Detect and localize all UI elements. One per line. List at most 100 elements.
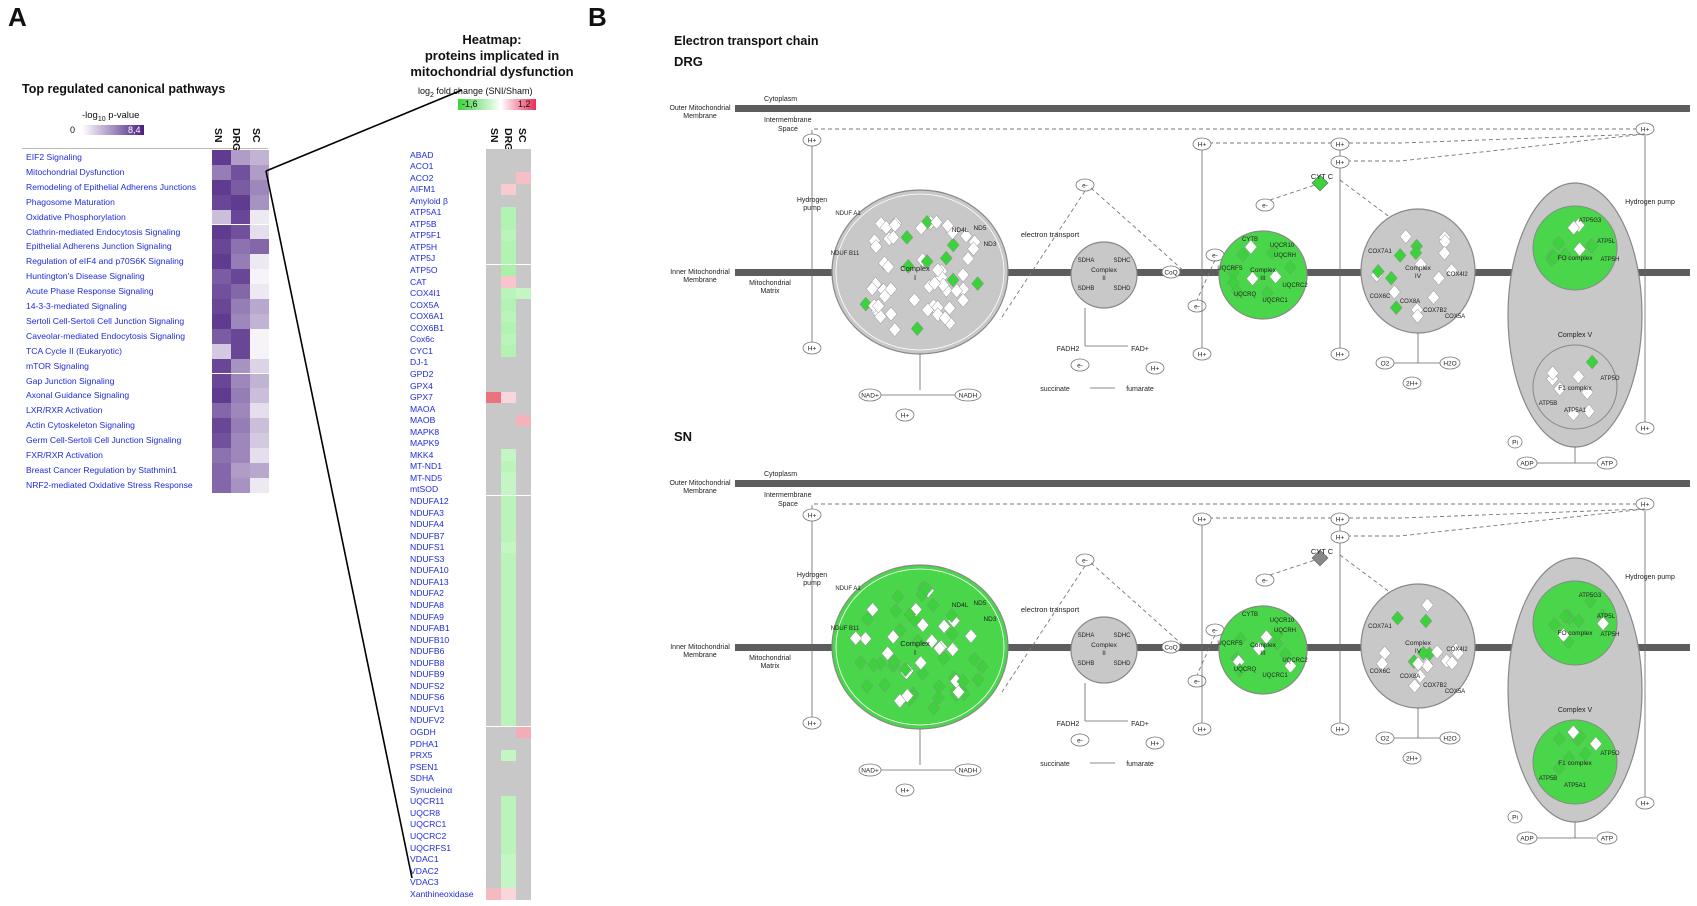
pathway-heat-cell bbox=[212, 328, 231, 344]
pathway-heat-cell bbox=[231, 433, 250, 448]
subunit-label: COX6C bbox=[1370, 669, 1391, 675]
subunit-label: SDHA bbox=[1078, 258, 1095, 264]
pathway-name: Axonal Guidance Signaling bbox=[26, 390, 130, 401]
hydrogen-pump-label: Hydrogen pump bbox=[1625, 199, 1675, 206]
subunit-diamond bbox=[1234, 631, 1248, 647]
subunit-label: UQCRC2 bbox=[1282, 283, 1308, 289]
h-node: H+ bbox=[1641, 502, 1650, 509]
subunit-diamond bbox=[946, 237, 960, 253]
protein-heat-cell bbox=[501, 206, 516, 219]
protein-heat-cell bbox=[516, 714, 531, 727]
subunit-diamond bbox=[971, 672, 985, 688]
nad-node-shape bbox=[858, 763, 882, 777]
matrix-label: Matrix bbox=[760, 663, 780, 670]
protein-name: DJ-1 bbox=[410, 357, 429, 368]
proton-path bbox=[1202, 133, 1646, 144]
subunit-label: COX7B2 bbox=[1423, 308, 1447, 314]
subunit-label: UQCRH bbox=[1274, 628, 1296, 634]
pathway-heat-cell bbox=[231, 448, 250, 463]
subunit-diamond bbox=[1413, 668, 1427, 684]
protein-name: NDUFS3 bbox=[410, 553, 445, 564]
protein-heat-cell bbox=[501, 403, 516, 415]
protein-name: MAOB bbox=[410, 415, 436, 426]
protein-heat-cell bbox=[516, 784, 531, 796]
subunit-label: NDUF B11 bbox=[831, 251, 860, 257]
h-node: H+ bbox=[1641, 127, 1650, 134]
proton-path bbox=[1202, 508, 1646, 519]
protein-heat-cell bbox=[486, 611, 501, 623]
e-node-shape bbox=[1255, 198, 1275, 212]
protein-heat-cell bbox=[486, 172, 501, 184]
subunit-diamond bbox=[1558, 247, 1572, 263]
subunit-diamond bbox=[1246, 271, 1259, 287]
protein-heat-cell bbox=[501, 587, 516, 600]
protein-heat-cell bbox=[501, 241, 516, 253]
subunit-diamond bbox=[1421, 597, 1434, 613]
protein-heat-cell bbox=[501, 738, 516, 750]
pathway-heat-cell bbox=[231, 328, 250, 344]
subunit-label: ND5 bbox=[973, 225, 986, 232]
protein-name: COX4I1 bbox=[410, 288, 441, 299]
protein-heat-cell bbox=[501, 680, 516, 692]
h-node: H+ bbox=[1198, 727, 1207, 734]
h-node: H+ bbox=[808, 138, 817, 145]
protein-heat-cell bbox=[501, 853, 516, 866]
complex-2-label: Complex bbox=[1091, 267, 1117, 274]
pathway-heat-cell bbox=[212, 462, 231, 478]
protein-heat-cell bbox=[486, 403, 501, 415]
protein-heat-cell bbox=[501, 287, 516, 300]
coq-node-shape bbox=[1161, 640, 1181, 654]
protein-heat-cell bbox=[501, 703, 516, 715]
subunit-label: COX7A1 bbox=[1368, 624, 1392, 630]
pathway-heat-cell bbox=[231, 403, 250, 419]
nadh-node: NADH bbox=[959, 768, 978, 775]
protein-heat-cell bbox=[516, 876, 531, 889]
pathway-heat-cell bbox=[212, 299, 231, 314]
2h-node: 2H+ bbox=[1406, 381, 1418, 388]
protein-name: UQCR11 bbox=[410, 796, 445, 807]
subunit-label: UQCRC1 bbox=[1262, 298, 1288, 304]
subunit-diamond bbox=[909, 602, 923, 617]
protein-heat-cell bbox=[516, 842, 531, 854]
protein-heat-cell bbox=[486, 853, 501, 866]
protein-heat-cell bbox=[516, 611, 531, 623]
adp-node: ADP bbox=[1520, 836, 1533, 843]
subunit-diamond bbox=[1585, 354, 1599, 370]
protein-heat-cell bbox=[501, 149, 516, 161]
nad-node-shape bbox=[858, 388, 882, 402]
protein-heat-cell bbox=[486, 541, 501, 554]
h-node-shape bbox=[1635, 421, 1655, 435]
pathway-heat-cell bbox=[231, 313, 250, 329]
pathway-heat-cell bbox=[250, 358, 269, 374]
protein-name: VDAC3 bbox=[410, 877, 439, 888]
protein-name: AIFM1 bbox=[410, 184, 436, 195]
matrix-label: Mitochondrial bbox=[749, 280, 791, 287]
protein-heat-cell bbox=[501, 299, 516, 311]
subunit-label: ND3 bbox=[983, 616, 996, 623]
subunit-diamond bbox=[941, 218, 955, 234]
pathway-heat-cell bbox=[250, 433, 269, 448]
complex-5-label: Complex V bbox=[1558, 707, 1593, 714]
pvalue-max: 8,4 bbox=[128, 125, 141, 135]
protein-name: NDUFA8 bbox=[410, 599, 444, 610]
pathway-heat-cell bbox=[250, 313, 269, 329]
e-node: e- bbox=[1262, 578, 1268, 585]
subunit-label: ATP5L bbox=[1597, 239, 1616, 245]
o2-reaction bbox=[1394, 333, 1440, 364]
subunit-diamond bbox=[1552, 760, 1566, 776]
subunit-label: UQCR10 bbox=[1270, 618, 1295, 624]
heatmap-col-sc: SC bbox=[516, 128, 528, 143]
subunit-diamond bbox=[1451, 645, 1465, 661]
fadh2-label: FADH2 bbox=[1057, 721, 1080, 728]
subunit-diamond bbox=[927, 700, 941, 716]
subunit-diamond bbox=[1571, 369, 1585, 385]
protein-heat-cell bbox=[501, 368, 516, 380]
pathway-heat-cell bbox=[212, 209, 231, 225]
protein-heat-cell bbox=[516, 657, 531, 669]
subunit-diamond bbox=[937, 618, 951, 634]
subunit-label: ATP5O bbox=[1600, 751, 1620, 757]
protein-heat-cell bbox=[516, 264, 531, 277]
complex-3-label: Complex bbox=[1250, 267, 1276, 274]
subunit-diamond bbox=[1411, 308, 1424, 324]
